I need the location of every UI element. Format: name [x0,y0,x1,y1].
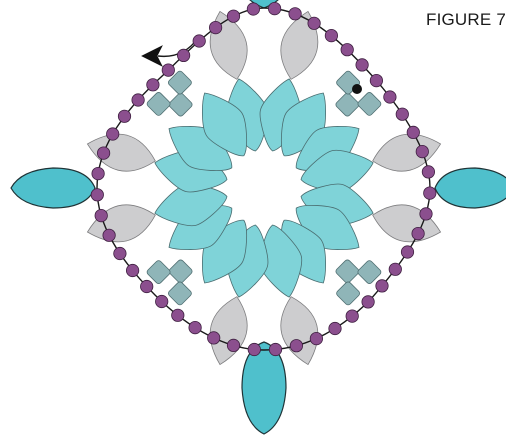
teal-drop-bead [242,342,286,434]
seed-bead [92,167,104,179]
seed-bead [91,189,103,201]
gray-leaf-bead [83,198,160,250]
seed-bead [162,64,174,76]
gray-leaf-bead [274,292,326,369]
seed-bead [227,10,239,22]
seed-bead [310,332,322,344]
seed-bead [227,339,239,351]
seed-bead [325,29,337,41]
seed-bead [389,263,401,275]
seed-bead [289,8,301,20]
seed-bead [107,128,119,140]
seed-bead [308,17,320,29]
dot-icon [352,84,362,94]
seed-bead [384,91,396,103]
teal-drop-bead [435,168,506,208]
thread-loop [97,8,430,350]
seed-bead [401,246,413,258]
seed-bead [193,35,205,47]
seed-bead [370,74,382,86]
seed-bead [356,59,368,71]
seed-bead [97,147,109,159]
gray-leaf-bead [202,292,254,369]
thread-path [97,8,430,350]
square-bead [168,92,193,117]
gray-leaf-bead [368,198,445,250]
seed-bead [95,209,107,221]
square-bead [167,281,192,306]
seed-bead [209,21,221,33]
seed-bead [412,227,424,239]
seed-bead [422,166,434,178]
seed-bead [132,94,144,106]
seed-bead [269,343,281,355]
seed-bead [114,247,126,259]
gray-leaf-beads [83,7,445,369]
figure-caption: FIGURE 7 [426,10,506,30]
seed-bead [177,49,189,61]
seed-bead [396,108,408,120]
seed-bead [290,340,302,352]
seed-bead [103,229,115,241]
seed-bead [407,126,419,138]
seed-bead [118,110,130,122]
seed-bead [126,264,138,276]
seed-bead [248,343,260,355]
seed-bead [156,295,168,307]
seed-bead [346,310,358,322]
seed-bead [247,3,259,15]
seed-bead [376,280,388,292]
seed-bead [141,280,153,292]
seed-bead [147,79,159,91]
square-bead [335,259,360,284]
square-bead [335,281,360,306]
teal-drop-bead [11,168,95,208]
seed-bead [420,208,432,220]
seed-bead [424,187,436,199]
square-bead [335,92,360,117]
square-bead [146,91,171,116]
square-bead [168,259,193,284]
seed-bead [268,2,280,14]
seed-bead [416,145,428,157]
seed-bead [189,321,201,333]
square-bead [357,91,382,116]
thread-guide [97,8,430,350]
seed-bead [341,44,353,56]
seed-bead [329,322,341,334]
seed-bead [172,309,184,321]
seed-bead [208,332,220,344]
seed-bead [362,296,374,308]
